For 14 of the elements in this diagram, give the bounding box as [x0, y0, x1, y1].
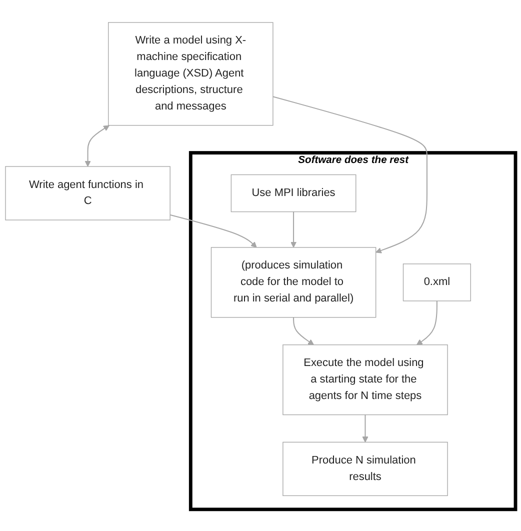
arrow: [362, 414, 368, 442]
node-box: Use MPI libraries: [230, 174, 356, 212]
node-box: Produce N simulation results: [282, 441, 448, 496]
node-box: 0.xml: [402, 263, 471, 301]
node-box: Execute the model using a starting state for the agents for N time steps: [282, 344, 448, 415]
arrow: [170, 214, 257, 248]
arrow: [272, 96, 428, 253]
arrow: [293, 316, 314, 345]
node-box: (produces simulation code for the model to run in serial and parallel): [210, 246, 376, 318]
arrow: [290, 211, 297, 248]
node-box: Write agent functions in C: [5, 166, 170, 220]
arrow: [416, 300, 438, 345]
node-box: Write a model using X-machine specification language (XSD) Agent descriptions, structure and messages: [108, 22, 274, 126]
arrow: [84, 124, 110, 166]
